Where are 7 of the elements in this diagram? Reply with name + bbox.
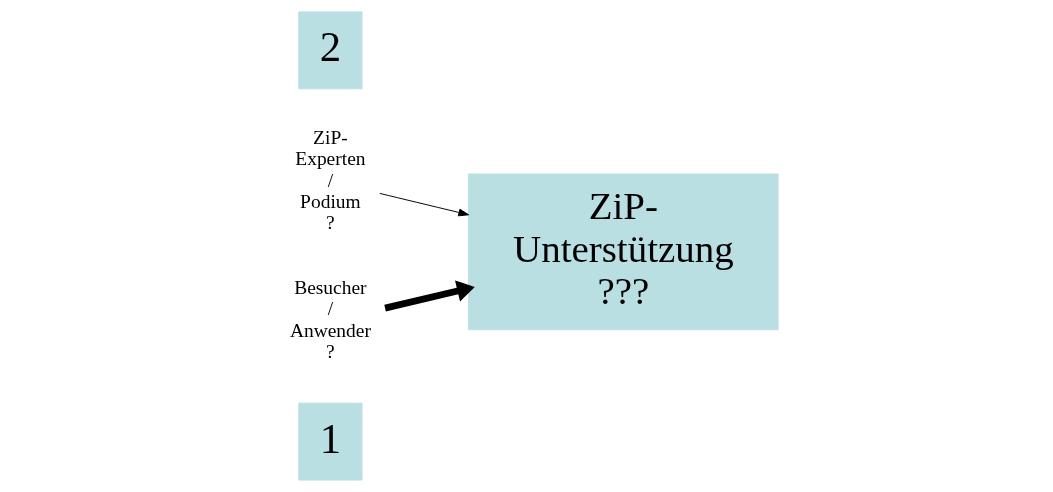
- node-box: 1: [297, 402, 362, 481]
- node-box: ZiP- Unterstützung ???: [467, 173, 779, 331]
- node-box: 2: [297, 11, 362, 90]
- node-text: ZiP- Experten / Podium ?: [294, 126, 366, 234]
- arrow: [378, 192, 469, 217]
- arrow: [383, 280, 475, 312]
- node-text: Besucher / Anwender ?: [289, 276, 371, 362]
